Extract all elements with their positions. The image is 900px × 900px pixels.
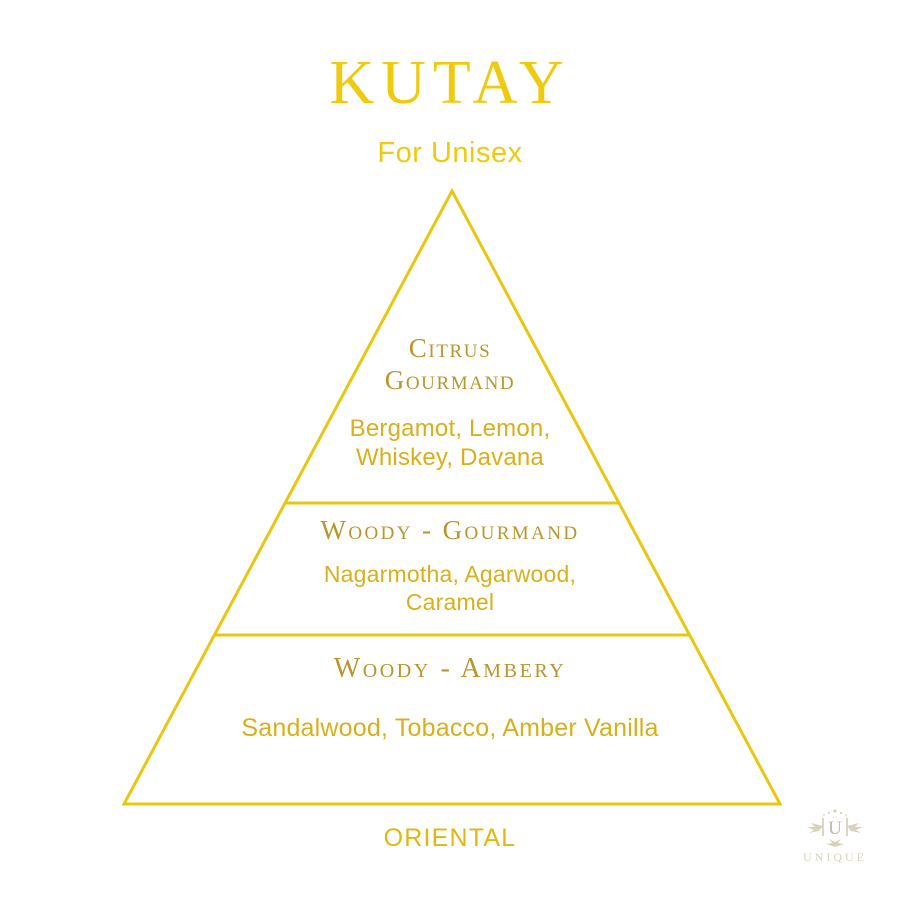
pyramid-level-top-notes-line2: Whiskey, Davana [356, 444, 544, 472]
pyramid-level-middle-notes-line2: Caramel [405, 589, 495, 616]
page-title: KUTAY [329, 49, 571, 117]
svg-text:U: U [828, 818, 842, 839]
pyramid-level-base-notes-line1: Sandalwood, Tobacco, Amber Vanilla [241, 714, 659, 742]
watermark-brand-text: UNIQUE [803, 850, 867, 864]
fragrance-family-label: ORIENTAL [383, 824, 517, 852]
pyramid-level-top-notes-line1: Bergamot, Lemon, [349, 415, 551, 442]
pyramid-level-middle-notes-line1: Nagarmotha, Agarwood, [323, 561, 577, 587]
pyramid-level-middle-notes: Nagarmotha, Agarwood, Caramel [0, 560, 900, 616]
pyramid-level-top-heading-line2: Gourmand [384, 365, 516, 395]
crest-icon: U ·· [807, 809, 863, 847]
pyramid-level-top-heading: Citrus Gourmand [0, 333, 900, 396]
watermark-logo: U ·· UNIQUE [779, 806, 891, 882]
pyramid-level-middle-heading: Woody - Gourmand [320, 515, 580, 545]
pyramid-level-top-heading-line1: Citrus [408, 333, 492, 363]
pyramid-level-base-heading: Woody - Ambery [333, 653, 567, 684]
svg-text:··: ·· [832, 813, 837, 822]
pyramid-level-top-notes: Bergamot, Lemon, Whiskey, Davana [0, 414, 900, 473]
pyramid-level-base-notes: Sandalwood, Tobacco, Amber Vanilla [0, 713, 900, 744]
audience-subtitle: For Unisex [377, 137, 523, 169]
pyramid-triangle [121, 187, 783, 806]
